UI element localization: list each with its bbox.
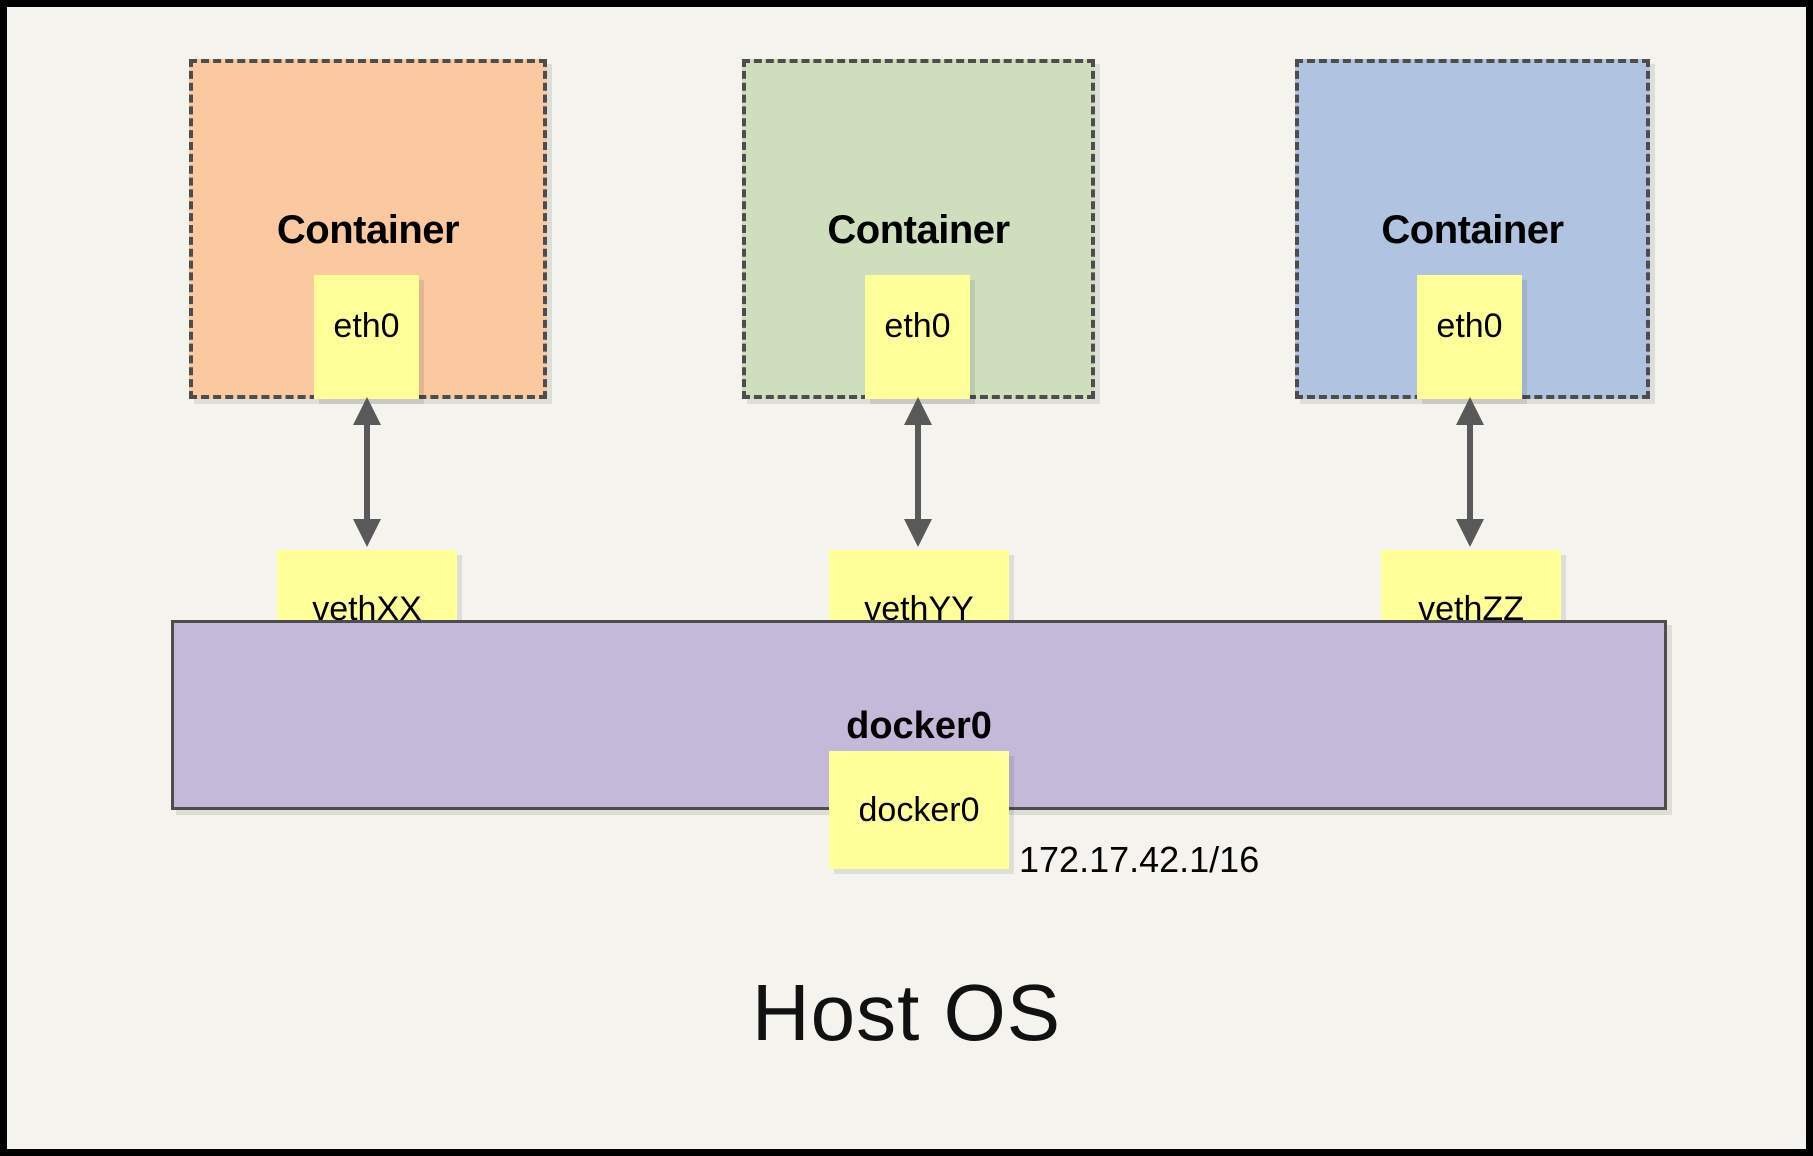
host-os-title: Host OS (751, 968, 1062, 1057)
docker0-bridge-label: docker0 (846, 705, 992, 747)
eth0-box-2[interactable]: eth0 (865, 275, 970, 399)
docker0-ip-label: 172.17.42.1/16 (1019, 839, 1260, 880)
link-arrow-3 (1456, 397, 1484, 547)
eth0-box-3[interactable]: eth0 (1417, 275, 1522, 399)
container-title-1: Container (276, 208, 460, 252)
eth0-box-1[interactable]: eth0 (314, 275, 419, 399)
docker0-port-box[interactable]: docker0 (829, 751, 1009, 869)
container-title-2: Container (827, 208, 1010, 252)
container-title-3: Container (1381, 208, 1564, 252)
link-arrow-2 (904, 397, 932, 547)
link-arrow-1 (353, 397, 381, 547)
